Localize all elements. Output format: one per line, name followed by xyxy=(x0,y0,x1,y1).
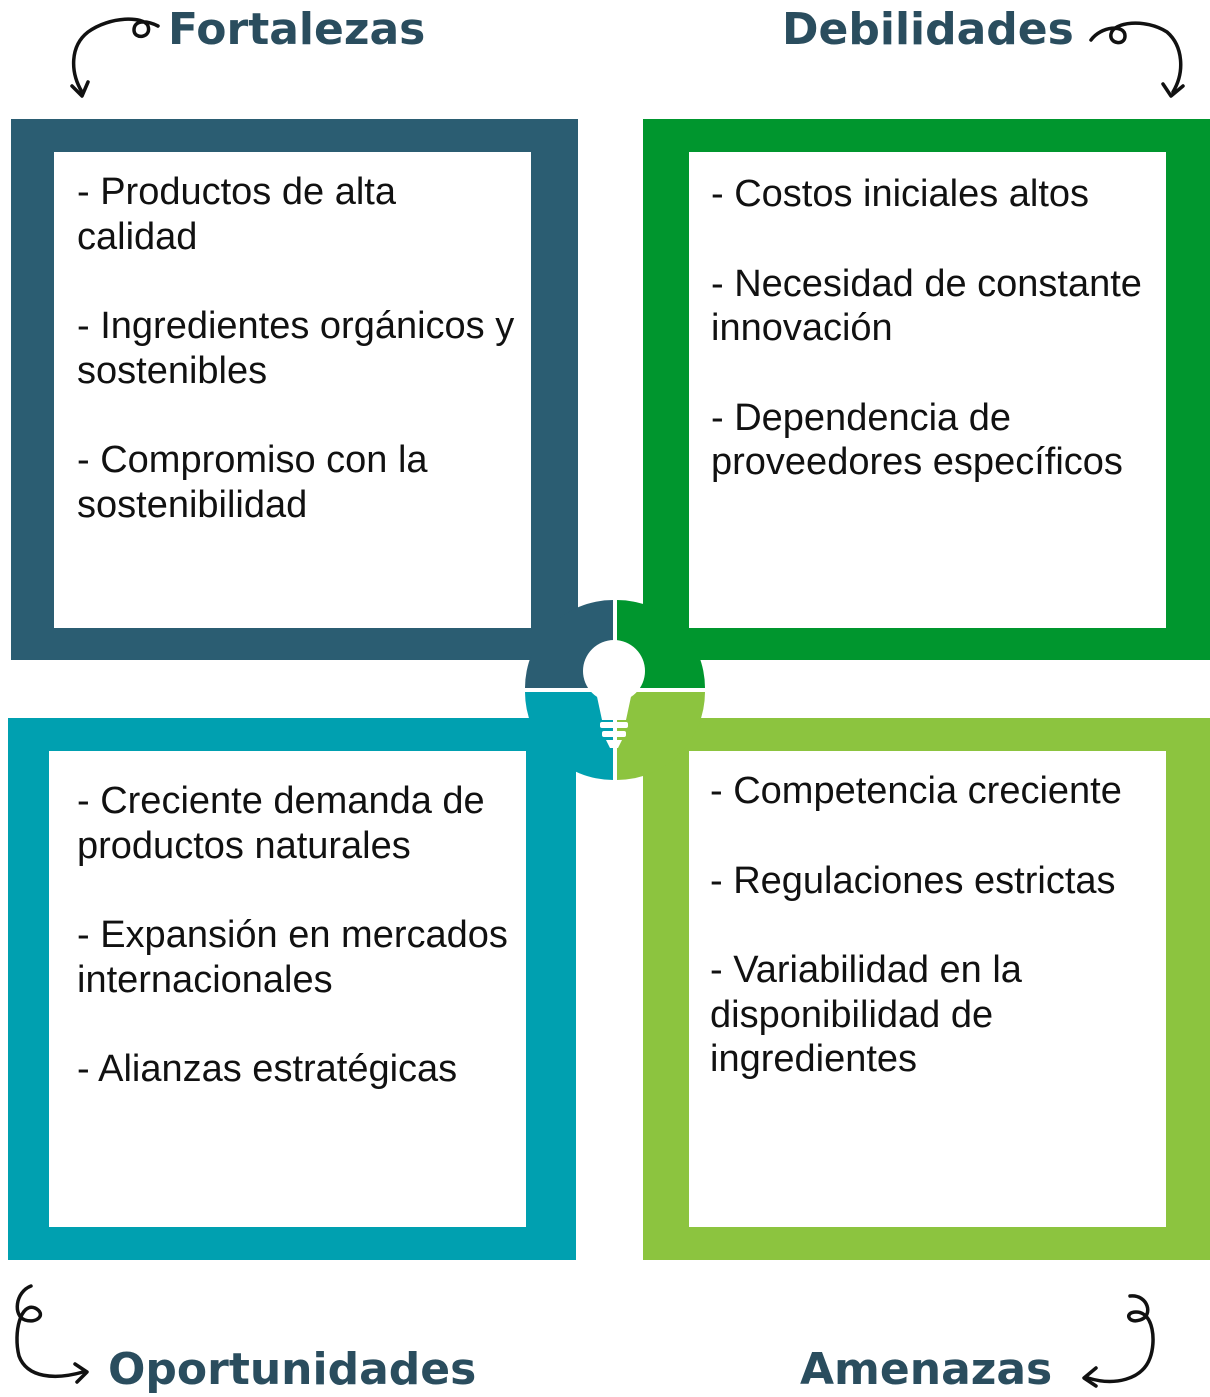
curly-arrow-bottom-right-icon xyxy=(1082,1294,1155,1388)
opportunities-title: Oportunidades xyxy=(108,1344,477,1395)
opportunities-item: - Alianzas estratégicas xyxy=(77,1048,458,1090)
threats-box: - Competencia creciente - Regulaciones e… xyxy=(643,718,1210,1260)
threats-item: - Regulaciones estrictas xyxy=(710,859,1116,902)
opportunities-item: - Creciente demanda de productos natural… xyxy=(77,780,485,867)
strengths-box: - Productos de alta calidad - Ingredient… xyxy=(11,119,578,660)
threats-item: - Variabilidad en la disponibilidad de i… xyxy=(710,949,1022,1080)
strengths-title: Fortalezas xyxy=(168,4,426,55)
weaknesses-item: - Necesidad de constante innovación xyxy=(711,262,1142,350)
curly-arrow-top-right-icon xyxy=(1089,21,1185,98)
weaknesses-item: - Costos iniciales altos xyxy=(711,173,1090,215)
curly-arrow-top-left-icon xyxy=(70,17,160,98)
weaknesses-title: Debilidades xyxy=(782,4,1074,55)
threats-content: - Competencia creciente - Regulaciones e… xyxy=(689,751,1166,1227)
strengths-content: - Productos de alta calidad - Ingredient… xyxy=(54,152,531,628)
threats-item: - Competencia creciente xyxy=(710,770,1122,812)
weaknesses-list: - Costos iniciales altos - Necesidad de … xyxy=(711,172,1156,530)
strengths-item: - Ingredientes orgánicos y sostenibles xyxy=(77,305,515,392)
opportunities-box: - Creciente demanda de productos natural… xyxy=(8,718,576,1260)
lightbulb-icon xyxy=(583,640,645,748)
strengths-list: - Productos de alta calidad - Ingredient… xyxy=(77,170,517,572)
threats-list: - Competencia creciente - Regulaciones e… xyxy=(710,769,1155,1127)
opportunities-item: - Expansión en mercados internacionales xyxy=(77,914,508,1001)
threats-title: Amenazas xyxy=(800,1344,1053,1395)
weaknesses-item: - Dependencia de proveedores específicos xyxy=(711,396,1123,484)
strengths-item: - Productos de alta calidad xyxy=(77,171,396,258)
weaknesses-content: - Costos iniciales altos - Necesidad de … xyxy=(689,152,1166,628)
curly-arrow-bottom-left-icon xyxy=(15,1284,89,1384)
opportunities-list: - Creciente demanda de productos natural… xyxy=(77,779,517,1137)
strengths-item: - Compromiso con la sostenibilidad xyxy=(77,439,428,526)
opportunities-content: - Creciente demanda de productos natural… xyxy=(49,751,526,1227)
weaknesses-box: - Costos iniciales altos - Necesidad de … xyxy=(643,119,1210,660)
